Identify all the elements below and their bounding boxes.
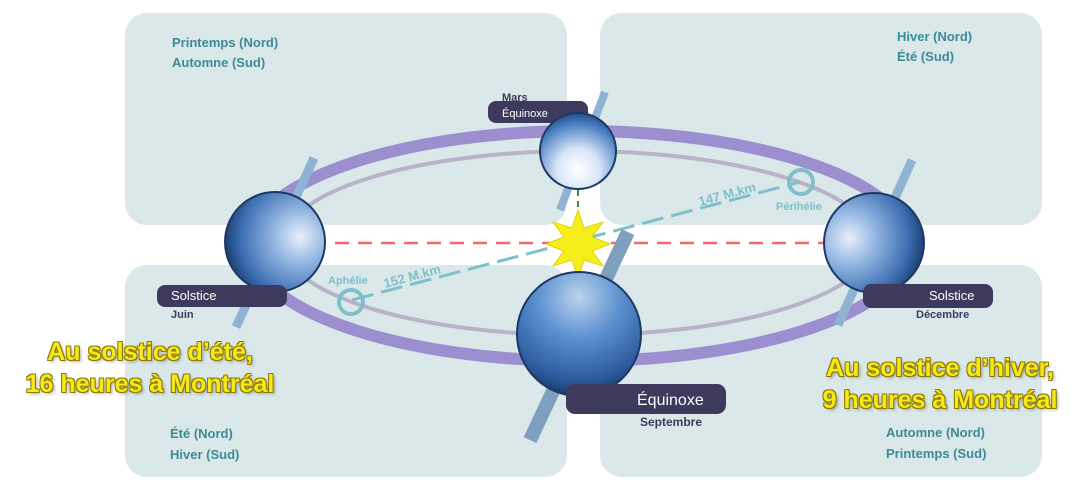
aphelion-marker (337, 288, 365, 316)
december-label-box (863, 284, 993, 308)
summer-note-line-1: Au solstice d’été, (47, 338, 253, 366)
september-month: Septembre (640, 415, 702, 429)
december-event: Solstice (929, 288, 975, 303)
summer-solstice-note: Au solstice d’été, 16 heures à Montréal (0, 336, 300, 400)
june-month: Juin (171, 309, 194, 321)
quadrant-panel-bottom-right (600, 265, 1042, 477)
season-text-top-left-1: Printemps (Nord) (172, 35, 278, 50)
quadrant-panel-top-right (600, 13, 1042, 225)
summer-note-line-2: 16 heures à Montréal (25, 370, 275, 398)
season-text-top-right-1: Hiver (Nord) (897, 29, 972, 44)
march-month: Mars (502, 92, 528, 104)
perihelion-marker (787, 168, 815, 196)
september-earth (516, 271, 642, 397)
december-month: Décembre (916, 309, 969, 321)
season-text-top-right-2: Été (Sud) (897, 49, 954, 64)
december-earth (823, 192, 925, 294)
june-event: Solstice (171, 288, 217, 303)
june-earth (224, 191, 326, 293)
march-earth (539, 112, 617, 190)
season-text-bottom-left-1: Été (Nord) (170, 426, 233, 441)
season-text-bottom-left-2: Hiver (Sud) (170, 447, 239, 462)
winter-solstice-note: Au solstice d’hiver, 9 heures à Montréal (790, 352, 1090, 416)
season-text-top-left-2: Automne (Sud) (172, 55, 265, 70)
winter-note-line-1: Au solstice d’hiver, (826, 354, 1054, 382)
winter-note-line-2: 9 heures à Montréal (822, 386, 1058, 414)
september-label-box (566, 384, 726, 414)
season-text-bottom-right-1: Automne (Nord) (886, 425, 985, 440)
season-text-bottom-right-2: Printemps (Sud) (886, 446, 986, 461)
september-event: Équinoxe (637, 390, 704, 409)
aphelion-label: Aphélie (328, 275, 368, 287)
june-label-box (157, 285, 287, 307)
quadrant-panel-top-left (125, 13, 567, 225)
march-event: Équinoxe (502, 107, 548, 120)
perihelion-label: Périhélie (776, 201, 822, 213)
